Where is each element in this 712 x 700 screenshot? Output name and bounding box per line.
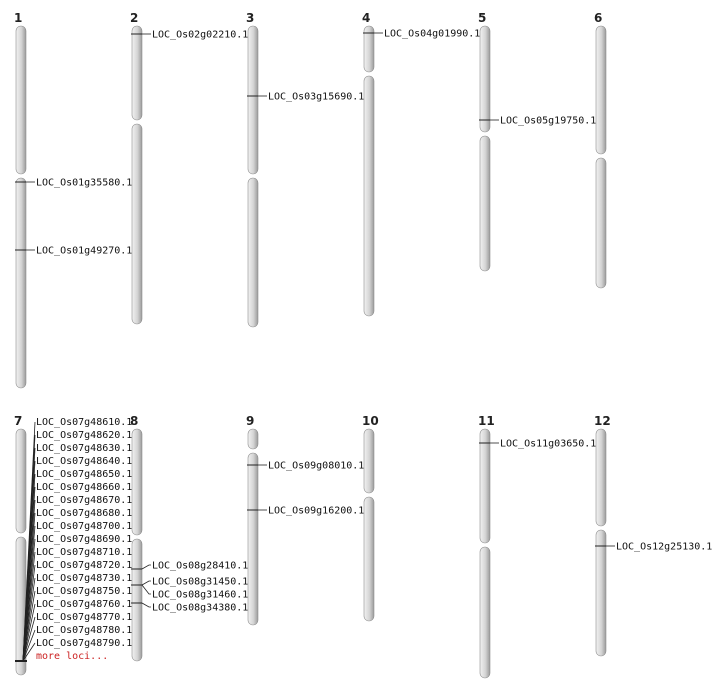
chromosome-arm-p — [363, 25, 375, 73]
locus-label: LOC_Os08g31460.1 — [152, 590, 248, 601]
chromosome-arm-q — [595, 157, 607, 289]
locus-label: LOC_Os08g28410.1 — [152, 561, 248, 572]
chromosome-arm-q — [479, 135, 491, 272]
chromosome-arm-q — [595, 529, 607, 657]
locus-label: LOC_Os04g01990.1 — [384, 29, 480, 40]
locus-label: LOC_Os07g48790.1 — [36, 638, 132, 649]
locus-label: LOC_Os09g16200.1 — [268, 506, 364, 517]
locus-label: LOC_Os07g48660.1 — [36, 482, 132, 493]
chromosome-10: 10 — [362, 414, 379, 622]
chromosome-arm-q — [15, 177, 27, 389]
locus-label: LOC_Os09g08010.1 — [268, 461, 364, 472]
more-loci-label: more loci... — [36, 651, 108, 662]
locus-label: LOC_Os07g48730.1 — [36, 573, 132, 584]
locus-label: LOC_Os03g15690.1 — [268, 92, 364, 103]
chromosome-arm-p — [247, 428, 259, 450]
locus-label: LOC_Os07g48700.1 — [36, 521, 132, 532]
locus-label: LOC_Os07g48780.1 — [36, 625, 132, 636]
locus-connector — [141, 564, 151, 570]
locus-label: LOC_Os07g48690.1 — [36, 534, 132, 545]
locus-connector — [22, 629, 36, 662]
locus-label: LOC_Os07g48670.1 — [36, 495, 132, 506]
chromosome-number: 9 — [246, 414, 254, 428]
locus-label: LOC_Os07g48770.1 — [36, 612, 132, 623]
locus-label: LOC_Os07g48630.1 — [36, 443, 132, 454]
chromosome-arm-p — [131, 25, 143, 121]
locus-label: LOC_Os07g48680.1 — [36, 508, 132, 519]
locus-label: LOC_Os01g49270.1 — [36, 246, 132, 257]
locus-label: LOC_Os11g03650.1 — [500, 439, 596, 450]
chromosome-number: 5 — [478, 11, 486, 25]
locus-label: LOC_Os08g31450.1 — [152, 577, 248, 588]
chromosome-arm-p — [247, 25, 259, 175]
locus-label: LOC_Os07g48640.1 — [36, 456, 132, 467]
locus-label: LOC_Os12g25130.1 — [616, 542, 712, 553]
chromosome-arm-p — [479, 428, 491, 544]
chromosome-number: 12 — [594, 414, 611, 428]
chromosome-6: 6 — [594, 11, 607, 289]
chromosome-arm-p — [15, 428, 27, 534]
chromosome-number: 6 — [594, 11, 602, 25]
locus-label: LOC_Os07g48760.1 — [36, 599, 132, 610]
locus-label: LOC_Os02g02210.1 — [152, 30, 248, 41]
chromosome-arm-p — [595, 428, 607, 527]
locus-label: LOC_Os07g48750.1 — [36, 586, 132, 597]
locus-label: LOC_Os07g48650.1 — [36, 469, 132, 480]
chromosome-number: 1 — [14, 11, 22, 25]
chromosome-number: 3 — [246, 11, 254, 25]
chromosome-layer: 1LOC_Os01g35580.1LOC_Os01g49270.12LOC_Os… — [14, 11, 712, 679]
chromosome-arm-p — [479, 25, 491, 133]
chromosome-arm-q — [479, 546, 491, 679]
chromosome-arm-q — [247, 177, 259, 328]
locus-connector — [141, 580, 151, 586]
chromosome-8: 8LOC_Os08g28410.1LOC_Os08g31450.1LOC_Os0… — [130, 414, 248, 662]
locus-label: LOC_Os07g48620.1 — [36, 430, 132, 441]
chromosome-number: 8 — [130, 414, 138, 428]
chromosome-number: 7 — [14, 414, 22, 428]
chromosome-number: 10 — [362, 414, 379, 428]
locus-label: LOC_Os08g34380.1 — [152, 603, 248, 614]
locus-connector — [22, 616, 36, 662]
chromosome-arm-q — [131, 123, 143, 325]
locus-label: LOC_Os07g48610.1 — [36, 417, 132, 428]
locus-connector — [141, 602, 151, 608]
locus-connector — [141, 584, 151, 595]
chromosome-arm-p — [15, 25, 27, 175]
chromosome-number: 11 — [478, 414, 495, 428]
chromosome-arm-p — [363, 428, 375, 494]
chromosome-arm-p — [595, 25, 607, 155]
chromosome-arm-q — [363, 496, 375, 622]
chromosome-arm-p — [131, 428, 143, 536]
chromosome-arm-q — [247, 452, 259, 626]
locus-label: LOC_Os07g48720.1 — [36, 560, 132, 571]
locus-connector — [22, 642, 36, 662]
chromosome-arm-q — [363, 75, 375, 317]
chromosome-number: 2 — [130, 11, 138, 25]
locus-label: LOC_Os01g35580.1 — [36, 178, 132, 189]
chromosome-arm-q — [131, 538, 143, 662]
locus-label: LOC_Os07g48710.1 — [36, 547, 132, 558]
chromosome-7: 7 LOC_Os07g48610.1LOC_Os07g48620.1LOC_Os0… — [14, 414, 132, 676]
chromosome-number: 4 — [362, 11, 370, 25]
locus-connector — [22, 590, 36, 662]
locus-label: LOC_Os05g19750.1 — [500, 116, 596, 127]
locus-connector — [22, 603, 36, 662]
